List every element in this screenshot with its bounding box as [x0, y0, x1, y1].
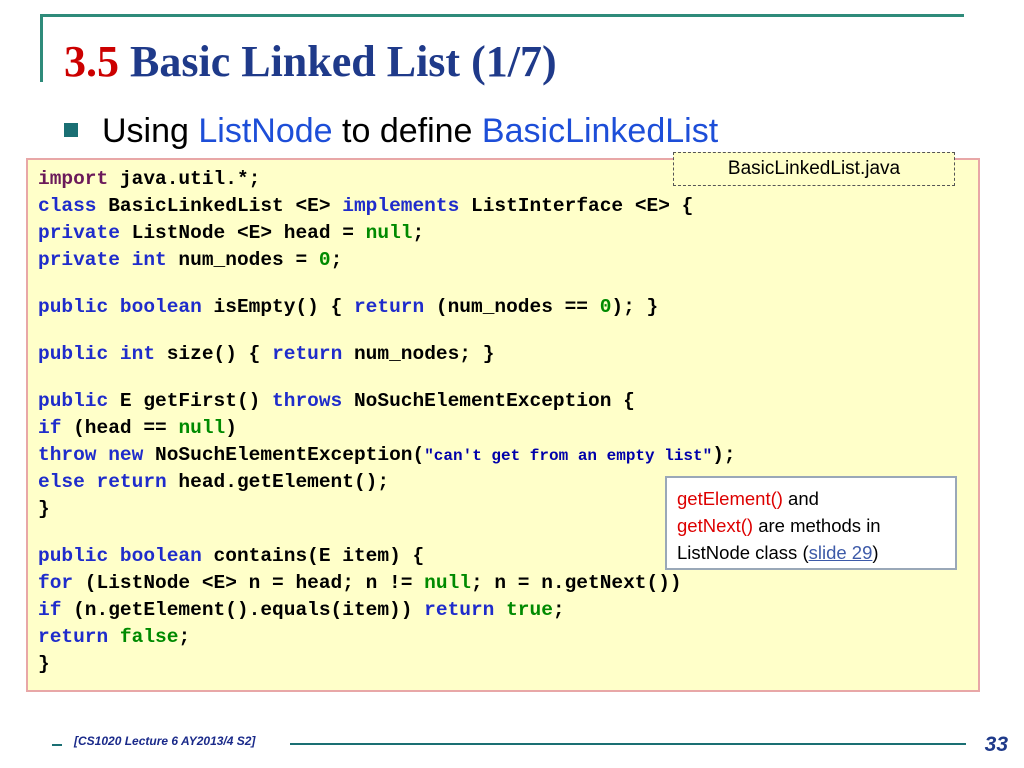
left-rule	[40, 14, 43, 82]
code-line: import java.util.*;	[38, 168, 261, 190]
note-text: and	[782, 488, 819, 509]
code-line: private ListNode <E> head = null;	[38, 222, 425, 244]
code-line: }	[38, 498, 50, 520]
code-line: class BasicLinkedList <E> implements Lis…	[38, 195, 694, 217]
callout-note: getElement() and getNext() are methods i…	[665, 476, 957, 570]
page-number: 33	[984, 733, 1008, 756]
code-line: public int size() { return num_nodes; }	[38, 343, 495, 365]
code-line: for (ListNode <E> n = head; n != null; n…	[38, 572, 682, 594]
bullet-text-2: to define	[332, 112, 482, 150]
note-text: are methods in	[753, 515, 881, 536]
footer-rule	[290, 743, 966, 745]
note-text: )	[872, 542, 879, 563]
code-line: public E getFirst() throws NoSuchElement…	[38, 390, 635, 412]
bullet-point: Using ListNode to define BasicLinkedList	[64, 110, 718, 152]
top-rule	[40, 14, 964, 17]
code-line: else return head.getElement();	[38, 471, 390, 493]
note-getelement: getElement()	[677, 488, 783, 509]
code-line: if (n.getElement().equals(item)) return …	[38, 599, 565, 621]
bullet-text-1: Using	[102, 112, 199, 150]
code-line: public boolean contains(E item) {	[38, 545, 425, 567]
title-number: 3.5	[64, 37, 119, 86]
bullet-highlight-listnode: ListNode	[198, 112, 333, 150]
filename-label: BasicLinkedList.java	[673, 152, 955, 186]
code-line: throw new NoSuchElementException("can't …	[38, 444, 736, 466]
note-getnext: getNext()	[677, 515, 754, 536]
code-line: return false;	[38, 626, 191, 648]
bullet-highlight-basiclinkedlist: BasicLinkedList	[481, 112, 719, 150]
code-line: if (head == null)	[38, 417, 237, 439]
code-line: }	[38, 653, 50, 675]
slide-title: 3.5 Basic Linked List (1/7)	[64, 36, 557, 88]
code-line: private int num_nodes = 0;	[38, 249, 343, 271]
bullet-square-icon	[64, 123, 78, 138]
footer-course-label: [CS1020 Lecture 6 AY2013/4 S2]	[74, 734, 256, 748]
code-block: import java.util.*; class BasicLinkedList…	[38, 166, 736, 678]
footer-dash	[52, 744, 62, 746]
title-text: Basic Linked List (1/7)	[130, 37, 557, 86]
note-text: ListNode class (	[677, 542, 809, 563]
code-panel	[26, 158, 980, 692]
slide-29-link[interactable]: slide 29	[808, 542, 873, 563]
code-line: public boolean isEmpty() { return (num_n…	[38, 296, 659, 318]
